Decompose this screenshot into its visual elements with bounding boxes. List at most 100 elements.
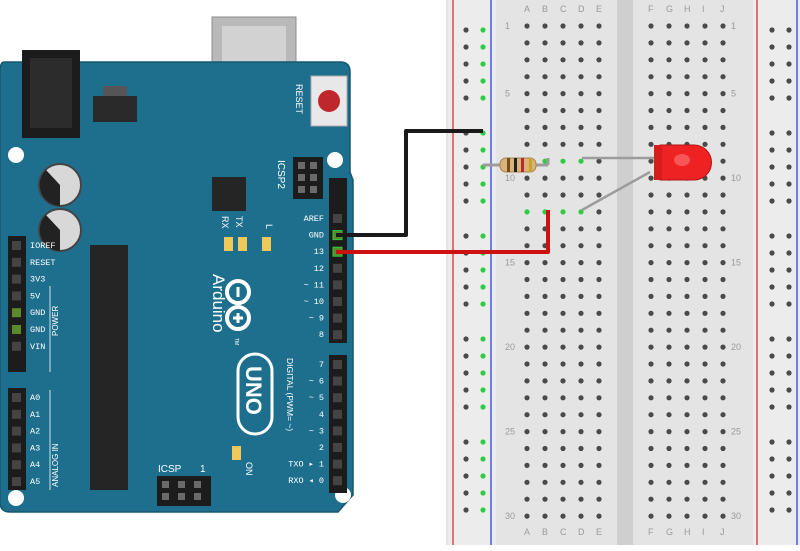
- rail-hole: [463, 370, 469, 376]
- header-pin[interactable]: [333, 443, 342, 452]
- header-pin[interactable]: [333, 409, 342, 419]
- breadboard-hole: [666, 23, 672, 29]
- breadboard-hole: [648, 226, 654, 232]
- led: [654, 144, 712, 181]
- rail-hole: [480, 370, 486, 376]
- breadboard-hole: [596, 429, 602, 435]
- breadboard-hole: [542, 429, 548, 435]
- header-pin[interactable]: [12, 393, 21, 402]
- header-pin[interactable]: [12, 477, 21, 486]
- breadboard-hole: [542, 344, 548, 350]
- header-pin[interactable]: [333, 297, 342, 306]
- breadboard-hole: [560, 462, 566, 468]
- header-pin[interactable]: [333, 360, 342, 369]
- model-name: UNO: [241, 366, 266, 415]
- breadboard-hole: [596, 344, 602, 350]
- rail-hole: [769, 198, 775, 204]
- header-pin[interactable]: [333, 280, 342, 290]
- header-pin[interactable]: [12, 443, 21, 453]
- breadboard-hole: [720, 91, 726, 97]
- rail-hole: [769, 473, 775, 479]
- breadboard-hole: [684, 395, 690, 401]
- header-pin[interactable]: [333, 263, 342, 273]
- breadboard-hole: [684, 91, 690, 97]
- icsp-pin-one: 1: [200, 464, 206, 475]
- digital-pin-label: ~ 10: [304, 297, 324, 307]
- header-pin[interactable]: [12, 409, 21, 419]
- breadboard-hole: [702, 226, 708, 232]
- header-pin[interactable]: [12, 291, 21, 301]
- analog-header: [8, 388, 26, 490]
- breadboard-hole: [702, 412, 708, 418]
- col-label-top: E: [596, 4, 602, 14]
- header-pin[interactable]: [12, 426, 21, 436]
- breadboard-hole: [524, 445, 530, 452]
- header-pin[interactable]: [333, 426, 342, 436]
- rail-hole: [480, 336, 486, 342]
- breadboard-hole: [524, 141, 530, 147]
- mounting-hole: [8, 490, 24, 506]
- rail-hole: [463, 61, 469, 67]
- breadboard-hole: [720, 23, 726, 29]
- breadboard-hole: [560, 40, 566, 46]
- col-label-top: C: [560, 4, 567, 14]
- breadboard-hole: [648, 310, 654, 316]
- reset-button-cap[interactable]: [318, 90, 340, 112]
- header-pin[interactable]: [12, 241, 21, 250]
- breadboard-hole: [684, 496, 690, 502]
- header-pin[interactable]: [333, 330, 342, 340]
- breadboard-hole: [666, 462, 672, 468]
- breadboard-hole: [578, 91, 584, 97]
- breadboard-hole: [560, 23, 566, 29]
- col-label-bottom: A: [524, 527, 530, 537]
- tx-label: TX: [234, 216, 244, 228]
- breadboard-hole: [596, 412, 602, 418]
- icsp2-pin: [298, 162, 305, 169]
- rail-hole: [786, 284, 792, 290]
- breadboard-hole: [542, 91, 548, 97]
- breadboard-hole: [648, 412, 654, 418]
- breadboard-hole: [578, 40, 584, 46]
- analog-pin-label: A4: [30, 460, 40, 470]
- icsp-pin: [178, 481, 185, 488]
- rail-hole: [463, 284, 469, 290]
- breadboard-hole: [720, 445, 726, 452]
- col-label-bottom: G: [666, 527, 673, 537]
- breadboard-hole: [702, 293, 708, 299]
- header-pin[interactable]: [12, 257, 21, 267]
- rail-hole: [463, 490, 469, 496]
- rail-hole: [786, 439, 792, 445]
- header-pin[interactable]: [333, 214, 342, 223]
- rail-hole: [786, 267, 792, 273]
- breadboard-hole: [560, 175, 566, 181]
- col-label-top: H: [684, 4, 691, 14]
- header-pin[interactable]: [333, 476, 342, 486]
- header-pin[interactable]: [333, 459, 342, 469]
- header-pin[interactable]: [333, 313, 342, 323]
- breadboard-hole: [524, 91, 530, 97]
- breadboard-hole: [596, 395, 602, 401]
- breadboard-hole: [578, 327, 584, 333]
- header-pin[interactable]: [12, 325, 21, 334]
- breadboard-hole: [648, 107, 654, 114]
- header-pin[interactable]: [333, 393, 342, 403]
- header-pin[interactable]: [12, 274, 21, 284]
- led-lead: [581, 170, 651, 212]
- rail-hole: [480, 284, 486, 290]
- breadboard-hole: [596, 57, 602, 63]
- breadboard-hole: [524, 496, 530, 502]
- breadboard-hole: [720, 124, 726, 130]
- breadboard-hole: [524, 226, 530, 232]
- header-pin[interactable]: [12, 341, 21, 351]
- breadboard-hole: [560, 276, 566, 283]
- header-pin[interactable]: [333, 376, 342, 386]
- icsp2-pin: [298, 186, 305, 193]
- breadboard-hole: [648, 175, 654, 181]
- power-header: [8, 236, 26, 372]
- header-pin[interactable]: [12, 308, 21, 318]
- breadboard-hole: [578, 462, 584, 468]
- rail-hole: [769, 27, 775, 33]
- header-pin[interactable]: [12, 460, 21, 470]
- breadboard-hole: [702, 327, 708, 333]
